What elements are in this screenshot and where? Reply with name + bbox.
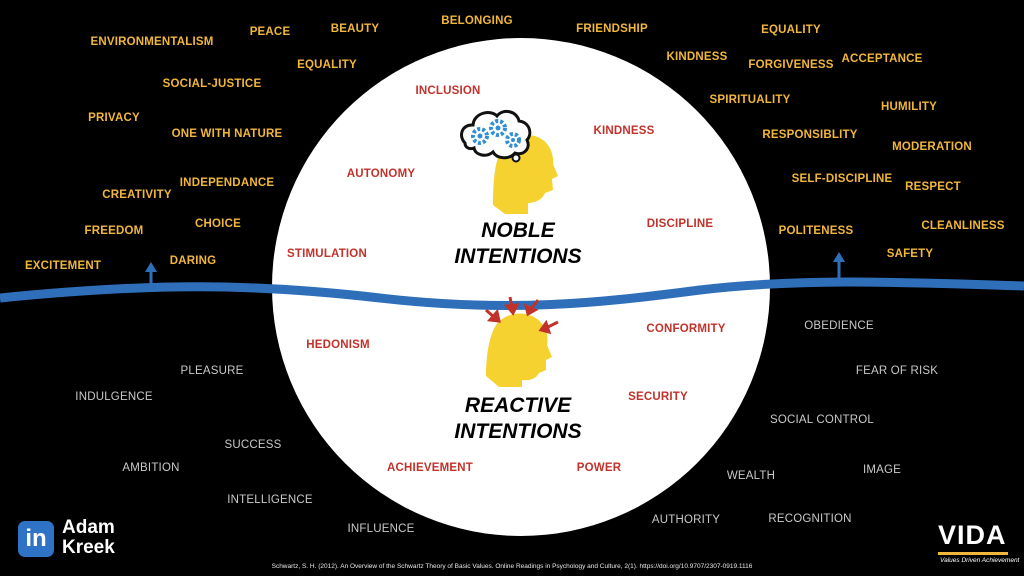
arrow-up-icon-right bbox=[833, 252, 845, 283]
value-fear-of-risk: FEAR OF RISK bbox=[855, 365, 939, 377]
value-one-with-nature: ONE WITH NATURE bbox=[171, 128, 283, 140]
value-social-control: SOCIAL CONTROL bbox=[770, 414, 874, 426]
value-influence: INFLUENCE bbox=[347, 523, 415, 535]
value-safety: SAFETY bbox=[886, 248, 934, 260]
reactive-intentions-title: REACTIVE INTENTIONS bbox=[454, 393, 581, 445]
value-privacy: PRIVACY bbox=[88, 112, 140, 124]
value-hedonism: HEDONISM bbox=[306, 339, 370, 351]
vida-tagline: Values Driven Achievement bbox=[940, 557, 1020, 564]
value-wealth: WEALTH bbox=[726, 470, 776, 482]
vida-underline bbox=[938, 552, 1008, 555]
arrow-up-icon-left bbox=[145, 262, 157, 290]
value-acceptance: ACCEPTANCE bbox=[841, 53, 923, 65]
value-social-justice: SOCIAL-JUSTICE bbox=[162, 78, 262, 90]
reactive-head-icon bbox=[486, 313, 552, 387]
value-cleanliness: CLEANLINESS bbox=[921, 220, 1005, 232]
value-security: SECURITY bbox=[628, 391, 688, 403]
value-pleasure: PLEASURE bbox=[180, 365, 244, 377]
author-last-name: Kreek bbox=[62, 537, 115, 558]
value-recognition: RECOGNITION bbox=[768, 513, 852, 525]
value-autonomy: AUTONOMY bbox=[346, 168, 416, 180]
value-discipline: DISCIPLINE bbox=[646, 218, 714, 230]
value-politeness: POLITENESS bbox=[778, 225, 854, 237]
value-forgiveness: FORGIVENESS bbox=[748, 59, 834, 71]
reactive-title-line2: INTENTIONS bbox=[454, 420, 582, 443]
noble-intentions-title: NOBLE INTENTIONS bbox=[454, 218, 581, 270]
value-obedience: OBEDIENCE bbox=[804, 320, 874, 332]
value-creativity: CREATIVITY bbox=[102, 189, 172, 201]
value-choice: CHOICE bbox=[195, 218, 241, 230]
value-respect: RESPECT bbox=[905, 181, 961, 193]
value-authority: AUTHORITY bbox=[651, 514, 721, 526]
thought-cloud-icon bbox=[460, 109, 532, 163]
value-ambition: AMBITION bbox=[122, 462, 180, 474]
value-stimulation: STIMULATION bbox=[287, 248, 367, 260]
stress-arrows-icon bbox=[485, 296, 559, 335]
value-responsiblity: RESPONSIBLITY bbox=[762, 129, 858, 141]
value-equality-right: EQUALITY bbox=[761, 24, 821, 36]
noble-title-line1: NOBLE bbox=[481, 219, 555, 242]
noble-title-line2: INTENTIONS bbox=[454, 245, 582, 268]
value-spirituality: SPIRITUALITY bbox=[709, 94, 791, 106]
value-excitement: EXCITEMENT bbox=[24, 260, 102, 272]
value-power: POWER bbox=[576, 462, 622, 474]
value-friendship: FRIENDSHIP bbox=[576, 23, 648, 35]
value-kindness-inner: KINDNESS bbox=[593, 125, 655, 137]
value-peace: PEACE bbox=[249, 26, 291, 38]
citation: Schwartz, S. H. (2012). An Overview of t… bbox=[271, 563, 753, 570]
author-first-name: Adam bbox=[62, 517, 115, 538]
value-environmentalism: ENVIRONMENTALISM bbox=[90, 36, 214, 48]
value-daring: DARING bbox=[169, 255, 217, 267]
value-self-discipline: SELF-DISCIPLINE bbox=[791, 173, 893, 185]
value-independance: INDEPENDANCE bbox=[179, 177, 275, 189]
value-image: IMAGE bbox=[862, 464, 902, 476]
value-achievement: ACHIEVEMENT bbox=[387, 462, 473, 474]
value-intelligence: INTELLIGENCE bbox=[227, 494, 313, 506]
value-conformity: CONFORMITY bbox=[646, 323, 726, 335]
linkedin-icon[interactable]: in bbox=[18, 521, 54, 557]
author-name: Adam Kreek bbox=[62, 518, 115, 558]
value-humility: HUMILITY bbox=[881, 101, 937, 113]
value-equality-left: EQUALITY bbox=[297, 59, 357, 71]
value-belonging: BELONGING bbox=[441, 15, 513, 27]
value-beauty: BEAUTY bbox=[330, 23, 380, 35]
value-kindness-outer: KINDNESS bbox=[666, 51, 728, 63]
value-success: SUCCESS bbox=[224, 439, 282, 451]
value-indulgence: INDULGENCE bbox=[75, 391, 153, 403]
value-moderation: MODERATION bbox=[892, 141, 972, 153]
reactive-title-line1: REACTIVE bbox=[464, 394, 572, 417]
wave-line bbox=[0, 277, 1024, 310]
value-freedom: FREEDOM bbox=[84, 225, 144, 237]
vida-logo: VIDA bbox=[938, 520, 1007, 550]
value-inclusion: INCLUSION bbox=[415, 85, 481, 97]
